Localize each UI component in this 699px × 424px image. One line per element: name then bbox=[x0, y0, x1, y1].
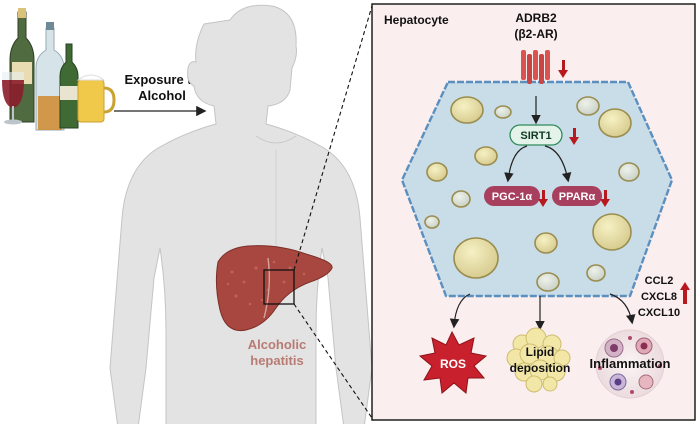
arrow-cell-to-ros bbox=[449, 293, 471, 329]
liver-zoom-box bbox=[263, 269, 295, 305]
pgc1a-node bbox=[484, 186, 540, 206]
alcohol-bottles-illustration bbox=[2, 8, 116, 131]
sirt1-label: SIRT1 bbox=[520, 130, 551, 142]
lipid-deposition-illustration bbox=[506, 327, 571, 393]
cytokine-ccl2: CCL2 bbox=[645, 275, 674, 287]
receptor-down-arrow-icon bbox=[558, 60, 568, 78]
pgc1a-label: PGC-1α bbox=[492, 191, 533, 203]
sirt1-node bbox=[509, 124, 563, 146]
zoom-line-top bbox=[293, 5, 373, 271]
exposure-label-line1: Exposure to bbox=[124, 72, 199, 87]
zoom-line-bottom bbox=[293, 303, 373, 419]
liver-label-line1: Alcoholic bbox=[248, 337, 307, 352]
panel-title: Hepatocyte bbox=[384, 13, 449, 27]
immune-cells-icon bbox=[598, 336, 662, 394]
lipid-droplets bbox=[424, 96, 640, 292]
ppara-down-arrow-icon bbox=[600, 190, 610, 207]
receptor-label-line2: (β2-AR) bbox=[514, 27, 557, 41]
ros-starburst bbox=[418, 330, 488, 394]
ros-label: ROS bbox=[440, 357, 466, 371]
liver-label-line2: hepatitis bbox=[250, 353, 303, 368]
arrow-cell-to-inflammation bbox=[609, 293, 636, 325]
human-body-illustration bbox=[109, 4, 373, 424]
adrb2-receptor-icon bbox=[521, 50, 550, 84]
lipid-label-line1: Lipid bbox=[526, 345, 555, 359]
ppara-label: PPARα bbox=[559, 191, 596, 203]
arrow-sirt1-to-ppara bbox=[544, 145, 572, 183]
pgc1a-down-arrow-icon bbox=[538, 190, 548, 207]
sirt1-down-arrow-icon bbox=[569, 128, 579, 145]
cytokine-cxcl8: CXCL8 bbox=[641, 291, 677, 303]
cytokine-cxcl10: CXCL10 bbox=[638, 307, 680, 319]
liver-illustration bbox=[215, 245, 333, 332]
receptor-label-line1: ADRB2 bbox=[515, 11, 557, 25]
arrow-sirt1-to-pgc1a bbox=[504, 145, 528, 183]
cytokines-up-arrow-icon bbox=[680, 282, 690, 304]
lipid-label-line2: deposition bbox=[510, 361, 571, 375]
inflammation-label: Inflammation bbox=[590, 356, 671, 371]
exposure-label-line2: Alcohol bbox=[138, 88, 186, 103]
ppara-node bbox=[552, 186, 602, 206]
